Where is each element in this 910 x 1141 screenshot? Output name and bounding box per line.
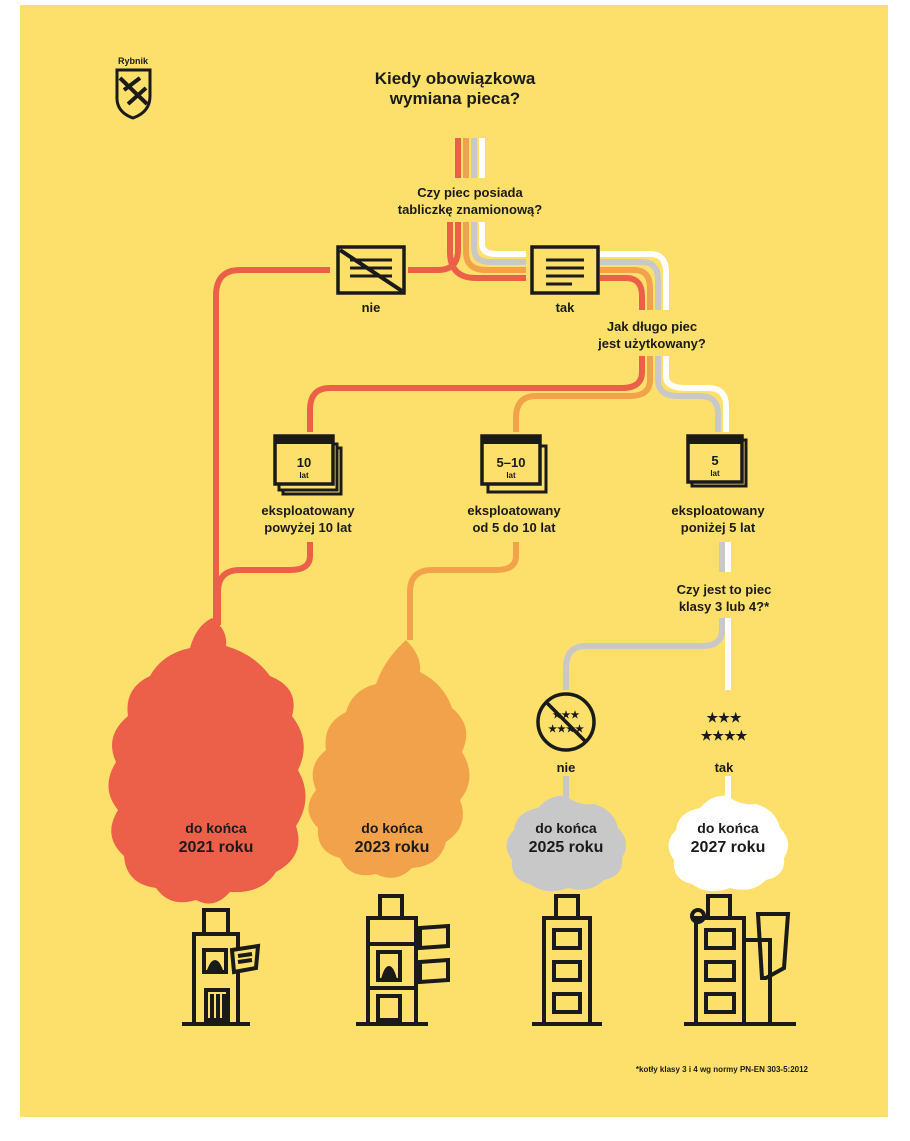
line-grey-to-no-class	[563, 618, 725, 690]
smoke-cloud-2025	[506, 795, 627, 892]
poster-background	[20, 5, 888, 1117]
deadline-2025-line-1: do końca	[535, 820, 597, 836]
calendar-10-sub: lat	[299, 471, 309, 480]
deadline-2021-line-2: 2021 roku	[179, 839, 254, 856]
not-class-3-4-icon: ★★★ ★★★★	[536, 692, 596, 752]
no-class-stars-row-2: ★★★★	[548, 724, 584, 735]
answer-yes-class: tak	[715, 760, 735, 775]
age-under5-line-2: poniżej 5 lat	[681, 520, 756, 535]
calendar-5-10-years-icon: 5–10 lat	[480, 434, 548, 494]
logo-label: Rybnik	[118, 56, 149, 66]
age-over10-line-1: eksploatowany	[261, 503, 355, 518]
stove-oldest-icon	[182, 908, 261, 1026]
calendar-5-sub: lat	[710, 469, 720, 478]
stove-class-3-4-icon	[684, 894, 796, 1026]
deadline-2023-line-1: do końca	[361, 820, 423, 836]
nameplate-icon	[530, 245, 600, 295]
calendar-5-10-label: 5–10	[497, 455, 526, 470]
stove-class-low-icon	[532, 894, 602, 1026]
deadline-2027-line-1: do końca	[697, 820, 759, 836]
calendar-5-10-sub: lat	[506, 471, 516, 480]
age-5to10-line-2: od 5 do 10 lat	[472, 520, 556, 535]
question-nameplate-line-2: tabliczkę znamionową?	[398, 202, 543, 217]
calendar-5-label: 5	[711, 453, 718, 468]
question-class-line-2: klasy 3 lub 4?*	[679, 599, 770, 614]
class-3-4-stars-icon: ★★★ ★★★★	[701, 710, 748, 743]
line-orange-5to10	[513, 356, 653, 432]
deadline-2023-line-2: 2023 roku	[355, 839, 430, 856]
flow-lines	[213, 138, 731, 800]
question-nameplate-line-1: Czy piec posiada	[417, 185, 523, 200]
title-line-2: wymiana pieca?	[389, 89, 520, 108]
deadline-2025-line-2: 2025 roku	[529, 839, 604, 856]
question-class-line-1: Czy jest to piec	[677, 582, 772, 597]
coat-of-arms-icon	[115, 68, 152, 120]
line-red-over10	[307, 356, 645, 432]
no-class-stars-row-1: ★★★	[553, 710, 580, 721]
stove-mid-age-icon	[356, 894, 450, 1026]
calendar-5-years-icon: 5 lat	[686, 434, 748, 488]
deadline-2021-line-1: do końca	[185, 820, 247, 836]
age-over10-line-2: powyżej 10 lat	[264, 520, 352, 535]
smoke-cloud-2021	[108, 618, 306, 904]
line-grey-under5	[655, 356, 721, 432]
smoke-cloud-2023	[308, 640, 470, 878]
question-age-line-1: Jak długo piec	[607, 319, 697, 334]
line-red-to-2021	[213, 267, 330, 625]
title-line-1: Kiedy obowiązkowa	[375, 69, 536, 88]
calendar-10-label: 10	[297, 455, 311, 470]
answer-yes-nameplate: tak	[556, 300, 576, 315]
no-nameplate-icon	[336, 245, 406, 295]
footnote: *kotły klasy 3 i 4 wg normy PN-EN 303-5:…	[636, 1065, 809, 1074]
calendar-10-years-icon: 10 lat	[273, 434, 343, 496]
age-under5-line-1: eksploatowany	[671, 503, 765, 518]
smoke-cloud-2027	[668, 795, 789, 892]
class-stars-row-2: ★★★★	[701, 728, 748, 743]
deadline-2027-line-2: 2027 roku	[691, 839, 766, 856]
age-5to10-line-1: eksploatowany	[467, 503, 561, 518]
question-age-line-2: jest użytkowany?	[597, 336, 706, 351]
class-stars-row-1: ★★★	[707, 710, 742, 725]
line-white-under5	[663, 356, 729, 432]
answer-no-class: nie	[557, 760, 576, 775]
city-logo: Rybnik	[115, 56, 152, 120]
answer-no-nameplate: nie	[362, 300, 381, 315]
